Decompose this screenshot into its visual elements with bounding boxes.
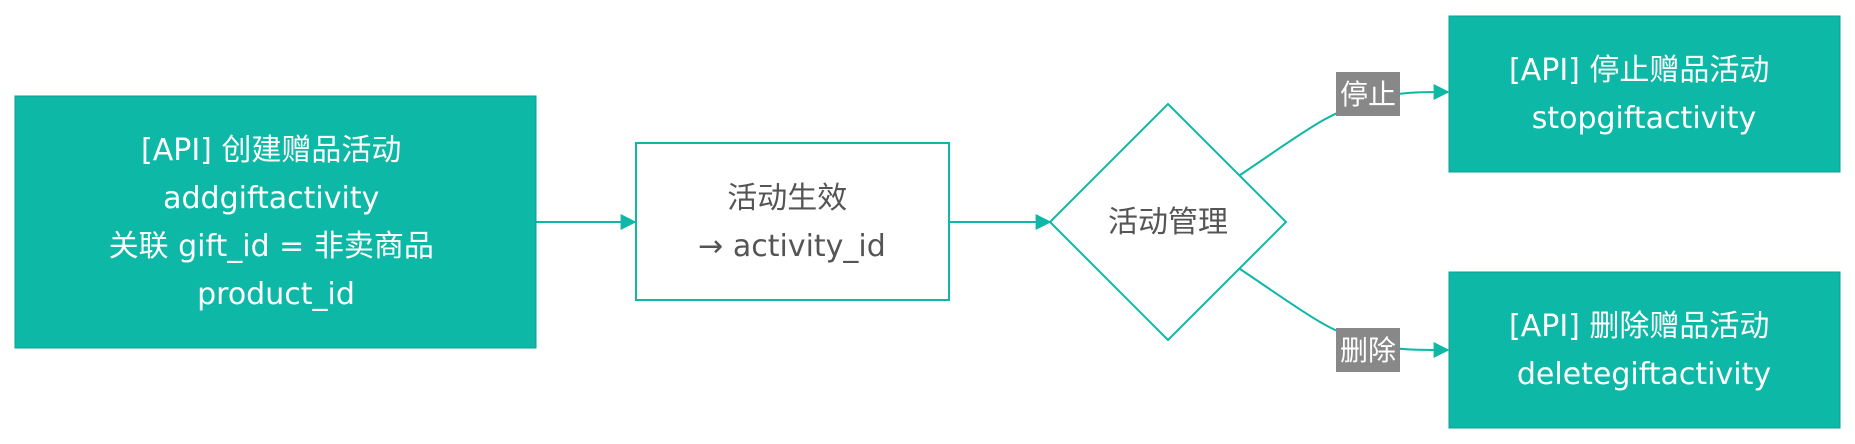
node-active-line-2: → activity_id (698, 229, 886, 264)
node-stop-gift-activity: [API] 停止赠品活动 stopgiftactivity (1448, 15, 1841, 173)
svg-text:删除: 删除 (1340, 334, 1396, 367)
node-delete-line-1: [API] 删除赠品活动 (1509, 309, 1769, 344)
edge-label-delete-text: 删除 (1340, 334, 1396, 367)
node-create-line-1: [API] 创建赠品活动 (141, 133, 401, 168)
node-manage-label: 活动管理 (1108, 205, 1228, 240)
node-create-line-4: product_id (197, 277, 355, 312)
node-activity-active: 活动生效 → activity_id (635, 142, 950, 301)
svg-text:[API] 删除赠品活动 deletegifta: [API] 删除赠品活动 deletegiftactivity (1509, 309, 1779, 392)
svg-text:[API] 创建赠品活动 addgiftacti: [API] 创建赠品活动 addgiftactivity 关联 gift_id … (109, 133, 444, 312)
edge-label-stop-text: 停止 (1340, 78, 1396, 111)
node-active-line-1: 活动生效 (727, 181, 847, 216)
edge-label-stop: 停止 (1336, 72, 1400, 116)
svg-text:活动管理: 活动管理 (1108, 205, 1228, 240)
svg-text:活动生效 → activity_id: 活动生效 → activity_id (698, 181, 886, 264)
node-create-gift-activity: [API] 创建赠品活动 addgiftactivity 关联 gift_id … (14, 95, 537, 349)
node-activity-management: 活动管理 (1048, 102, 1288, 342)
node-create-line-3: 关联 gift_id = 非卖商品 (109, 229, 434, 264)
node-delete-gift-activity: [API] 删除赠品活动 deletegiftactivity (1448, 271, 1841, 429)
svg-text:[API] 停止赠品活动 stopgiftact: [API] 停止赠品活动 stopgiftactivity (1509, 53, 1779, 136)
node-delete-line-2: deletegiftactivity (1517, 357, 1771, 392)
node-create-line-2: addgiftactivity (163, 181, 379, 216)
edge-label-delete: 删除 (1336, 328, 1400, 372)
node-stop-line-2: stopgiftactivity (1532, 101, 1757, 136)
svg-text:停止: 停止 (1340, 78, 1396, 111)
node-stop-line-1: [API] 停止赠品活动 (1509, 53, 1769, 88)
